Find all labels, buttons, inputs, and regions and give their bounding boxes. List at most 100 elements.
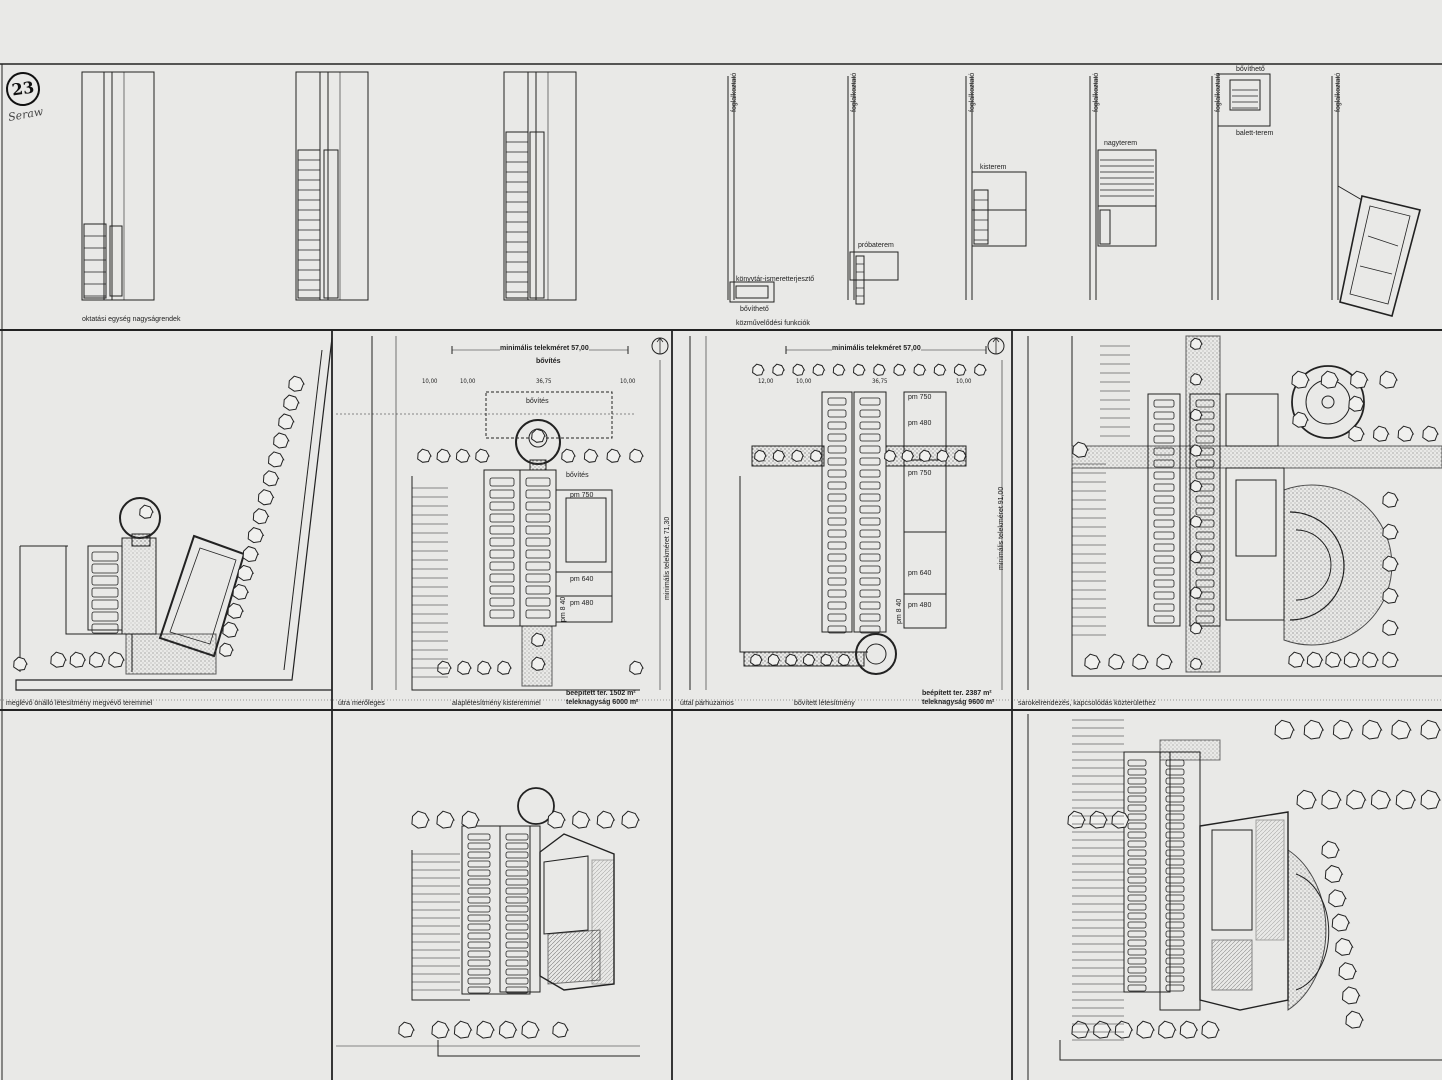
classroom-cell [1165, 777, 1185, 785]
tree [629, 448, 644, 463]
panel-3-dim-2: 36,75 [872, 378, 888, 385]
tree [1382, 555, 1399, 572]
classroom-cell [1165, 786, 1185, 794]
classroom-cell [525, 513, 551, 523]
classroom-cell [467, 950, 491, 958]
classroom-cell [1127, 966, 1147, 974]
panel-2-area-1: beépített ter. 1502 m² [566, 690, 636, 697]
panel-6-axonometric [336, 787, 640, 1057]
tree [1089, 810, 1108, 829]
tree [1382, 619, 1399, 636]
classroom-cell [1165, 912, 1185, 920]
tree [772, 449, 786, 462]
classroom-cell [489, 477, 515, 487]
tree [1114, 1020, 1134, 1039]
classroom-cell [1165, 876, 1185, 884]
panel-1-caption: meglévő önálló létesítmény megvévő terem… [6, 700, 153, 707]
classroom-cell [1127, 912, 1147, 920]
classroom-cell [525, 549, 551, 559]
tree [802, 653, 816, 666]
classroom-cell [489, 513, 515, 523]
classroom-cell [467, 842, 491, 850]
panel-4-caption: sarokelrendezés, kapcsolódás közterületh… [1018, 700, 1156, 707]
vlabel-2: foglalkoztató [851, 72, 858, 112]
panel-3-classrooms [827, 397, 881, 634]
tree [69, 651, 87, 668]
classroom-cell [1153, 447, 1175, 456]
classroom-cell [827, 397, 847, 406]
classroom-cell [489, 573, 515, 583]
classroom-cell [1195, 435, 1215, 444]
classroom-cell [467, 959, 491, 967]
tree [561, 448, 576, 463]
tree [953, 363, 967, 376]
tree [767, 653, 781, 666]
classroom-cell [1195, 507, 1215, 516]
label-nagyterem: nagyterem [1104, 140, 1138, 147]
classroom-cell [525, 501, 551, 511]
classroom-cell [525, 609, 551, 619]
label-balett: balett-terem [1236, 130, 1274, 137]
classroom-cell [1153, 459, 1175, 468]
classroom-cell [859, 445, 881, 454]
classroom-cell [505, 833, 529, 841]
tree [436, 810, 455, 829]
tree [1335, 937, 1354, 956]
panel-2-caption-center: alaplétesítmény kisteremmel [452, 700, 541, 707]
classroom-cell [1127, 813, 1147, 821]
classroom-cell [91, 575, 119, 586]
classroom-cell [827, 445, 847, 454]
tree [1346, 789, 1367, 810]
panel-3-room-4: pm 480 [908, 602, 932, 609]
classroom-cell [1165, 858, 1185, 866]
classroom-cell [1153, 423, 1175, 432]
classroom-cell [827, 577, 847, 586]
tree [1190, 408, 1203, 422]
classroom-cell [1153, 603, 1175, 612]
classroom-cell [505, 923, 529, 931]
classroom-cell [1195, 459, 1215, 468]
classroom-cell [1127, 804, 1147, 812]
classroom-cell [1195, 531, 1215, 540]
tree [232, 583, 250, 600]
tree [1382, 491, 1399, 508]
tree [596, 810, 616, 829]
tree [531, 428, 546, 443]
classroom-cell [859, 397, 881, 406]
tree [1190, 622, 1203, 635]
tree [1108, 653, 1125, 670]
panel-3-dim-0: 12,00 [758, 378, 774, 385]
classroom-cell [827, 601, 847, 610]
classroom-cell [1153, 471, 1175, 480]
tree [936, 449, 950, 462]
panel-8-facade [1127, 759, 1185, 992]
classroom-cell [1127, 831, 1147, 839]
tree [1332, 719, 1354, 740]
classroom-cell [1195, 399, 1215, 408]
tree [227, 602, 244, 619]
classroom-cell [827, 457, 847, 466]
classroom-cell [505, 860, 529, 868]
tree [1190, 657, 1203, 670]
panel-4-trees [1072, 337, 1439, 670]
classroom-cell [505, 878, 529, 886]
tree [1296, 789, 1317, 810]
classroom-cell [489, 609, 515, 619]
classroom-cell [525, 573, 551, 583]
panel-2-room-3: pm 640 [570, 576, 594, 583]
classroom-cell [827, 493, 847, 502]
vlabel-1: foglalkoztató [731, 72, 738, 112]
classroom-cell [859, 577, 881, 586]
tree [913, 363, 927, 376]
classroom-cell [1127, 795, 1147, 803]
tree [222, 621, 239, 638]
classroom-cell [859, 409, 881, 418]
tree [1350, 370, 1369, 389]
tree [1321, 789, 1342, 810]
classroom-cell [467, 986, 491, 994]
tree [1292, 411, 1309, 428]
tree [1274, 719, 1295, 740]
tree [1320, 370, 1340, 389]
classroom-cell [467, 887, 491, 895]
